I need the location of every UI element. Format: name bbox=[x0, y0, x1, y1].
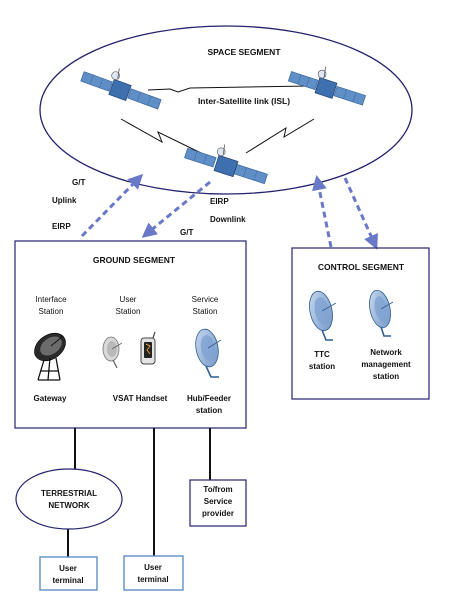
control-segment-box bbox=[291, 247, 430, 400]
user-terminal-label: User bbox=[59, 564, 77, 573]
user-terminal-box bbox=[123, 555, 184, 591]
service-station-label: Station bbox=[193, 307, 218, 316]
service-station-label: Service bbox=[192, 295, 219, 304]
user-station-label: User bbox=[120, 295, 137, 304]
ttc-dish-icon bbox=[309, 290, 337, 341]
user-terminal-label: terminal bbox=[137, 575, 168, 584]
space-segment-ellipse bbox=[39, 25, 413, 195]
nms-station-label: Network bbox=[370, 348, 402, 357]
isl-label: Inter-Satellite link (ISL) bbox=[198, 96, 290, 106]
uplink-arrow bbox=[80, 173, 144, 238]
nms-station-label: station bbox=[373, 372, 399, 381]
eirp-label-left: EIRP bbox=[52, 222, 71, 231]
gateway-dish-icon bbox=[34, 332, 66, 381]
satellite-icon bbox=[80, 68, 162, 110]
interface-station-label: Interface bbox=[35, 295, 67, 304]
control-downlink-arrow bbox=[343, 177, 378, 250]
service-provider-label: provider bbox=[202, 509, 234, 518]
control-segment-title: CONTROL SEGMENT bbox=[318, 262, 405, 272]
ttc-station-label: station bbox=[309, 362, 335, 371]
service-provider-label: To/from bbox=[203, 485, 232, 494]
space-segment-title: SPACE SEGMENT bbox=[207, 47, 281, 57]
nms-station-label: management bbox=[361, 360, 411, 369]
gateway-label: Gateway bbox=[34, 394, 67, 403]
hub-feeder-label: Hub/Feeder bbox=[187, 394, 231, 403]
interface-station-label: Station bbox=[39, 307, 64, 316]
user-terminal-label: User bbox=[144, 563, 162, 572]
hub-dish-icon bbox=[195, 328, 222, 378]
service-provider-label: Service bbox=[204, 497, 233, 506]
control-uplink-arrow bbox=[312, 175, 333, 248]
gt-label-right: G/T bbox=[180, 228, 193, 237]
hub-feeder-label: station bbox=[196, 406, 222, 415]
nms-dish-icon bbox=[369, 289, 394, 337]
service-provider-box bbox=[189, 479, 247, 527]
terrestrial-network-ellipse bbox=[15, 468, 123, 530]
handset-icon bbox=[140, 331, 156, 365]
downlink-label: Downlink bbox=[210, 215, 246, 224]
ground-segment-box bbox=[14, 240, 247, 429]
downlink-arrow bbox=[141, 180, 211, 238]
isl-zigzag-left bbox=[120, 118, 202, 154]
user-terminal-box bbox=[39, 556, 98, 591]
ttc-station-label: TTC bbox=[314, 350, 330, 359]
user-station-label: Station bbox=[116, 307, 141, 316]
gt-label-left: G/T bbox=[72, 178, 85, 187]
eirp-label-right: EIRP bbox=[210, 197, 229, 206]
satellite-icon bbox=[184, 144, 268, 185]
ground-segment-title: GROUND SEGMENT bbox=[93, 255, 176, 265]
terrestrial-network-label: NETWORK bbox=[48, 501, 90, 510]
vsat-dish-icon bbox=[102, 336, 123, 369]
terrestrial-network-label: TERRESTRIAL bbox=[41, 489, 97, 498]
vsat-handset-label: VSAT Handset bbox=[113, 394, 168, 403]
uplink-label: Uplink bbox=[52, 196, 77, 205]
isl-zigzag-right bbox=[245, 118, 315, 154]
user-terminal-label: terminal bbox=[52, 576, 83, 585]
isl-line bbox=[147, 85, 311, 93]
satellite-icon bbox=[287, 66, 366, 106]
